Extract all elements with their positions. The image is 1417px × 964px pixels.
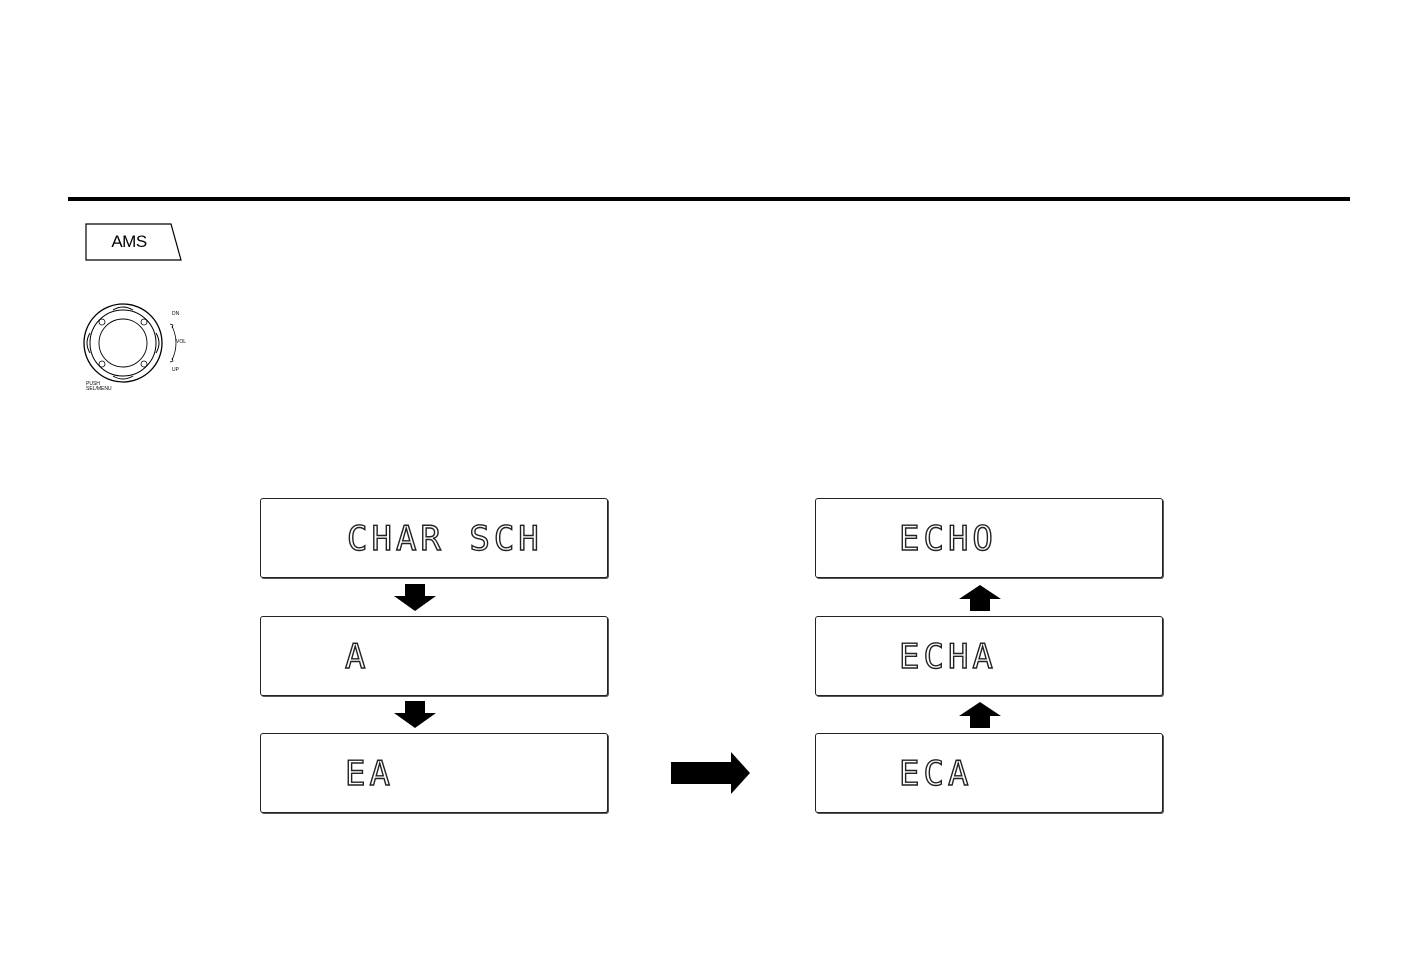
knob-selmenu-label: SEL/MENU: [86, 387, 112, 392]
up-arrow-icon: [958, 701, 1002, 729]
knob-up-label: UP: [172, 368, 179, 373]
lcd-display-ea: EA: [260, 733, 608, 813]
right-arrow-icon: [671, 752, 751, 794]
lcd-text: A: [345, 639, 369, 675]
lcd-display-echo: ECHO: [815, 498, 1163, 578]
lcd-display-echa: ECHA: [815, 616, 1163, 696]
ams-button-label: AMS: [85, 223, 173, 261]
header-rule: [68, 197, 1350, 201]
lcd-text: ECHA: [899, 639, 997, 675]
lcd-text: EA: [345, 756, 394, 792]
up-arrow-icon: [958, 584, 1002, 612]
lcd-text: ECHO: [899, 521, 997, 557]
lcd-display-char-sch: CHAR SCH: [260, 498, 608, 578]
down-arrow-icon: [393, 701, 437, 729]
knob-dn-label: DN: [172, 312, 179, 317]
lcd-text: CHAR SCH: [347, 521, 543, 557]
lcd-display-eca: ECA: [815, 733, 1163, 813]
volume-knob[interactable]: DN VOL UP PUSH SEL/MENU: [80, 300, 190, 395]
down-arrow-icon: [393, 584, 437, 612]
lcd-text: ECA: [899, 756, 972, 792]
ams-button[interactable]: AMS: [85, 223, 185, 261]
lcd-display-a: A: [260, 616, 608, 696]
knob-vol-label: VOL: [176, 340, 186, 345]
